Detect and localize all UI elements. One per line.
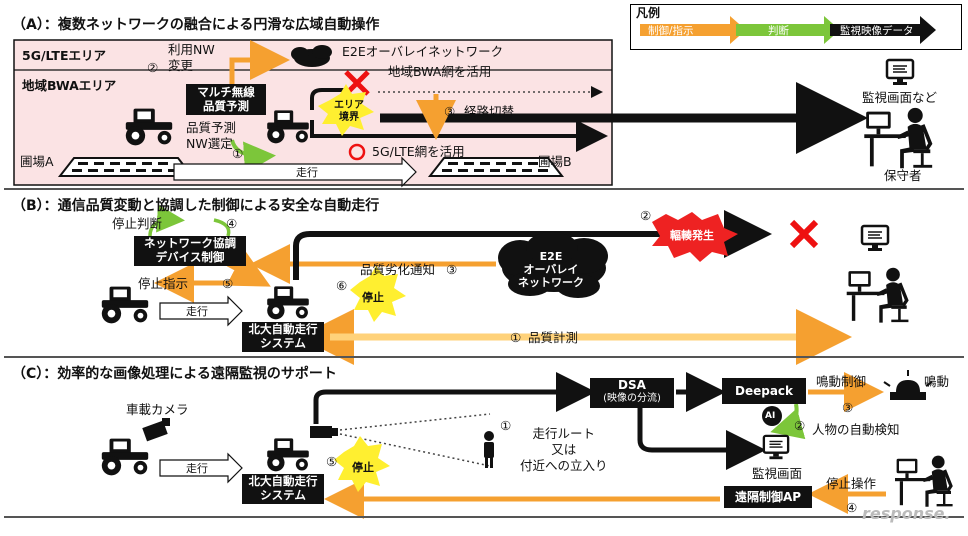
maintainer-icon <box>862 106 935 171</box>
monitor-icon <box>762 434 790 461</box>
monitor-screen-label: 監視画面など <box>862 90 938 105</box>
area-boundary-burst <box>318 84 374 136</box>
legend-item-control: 制御/指示 <box>648 25 694 37</box>
legend <box>630 4 962 50</box>
quality-measure-label: 品質計測 <box>528 330 579 345</box>
field-a-icon <box>59 157 193 177</box>
num-stop-order: ⑤ <box>222 276 234 291</box>
num-judge: ④ <box>226 216 238 231</box>
stop-judge-label: 停止判断 <box>112 216 163 231</box>
tractor-icon <box>267 438 309 472</box>
stop-order-label: 停止指示 <box>138 276 189 291</box>
lte-area-label: 5G/LTEエリア <box>22 48 106 63</box>
deepack-box: Deepack <box>722 378 806 404</box>
route-text-label: 走行ルート 又は 付近への立入り <box>520 426 608 473</box>
tractor-icon <box>101 438 149 476</box>
person-icon <box>484 431 494 468</box>
drive-label-b: 走行 <box>186 305 208 318</box>
num-alarm: ③ <box>842 400 854 415</box>
section-a-title: （A）：複数ネットワークの融合による円滑な広域自動操作 <box>12 17 380 33</box>
person-detect-label: 人物の自動検知 <box>812 422 900 437</box>
alarm-control-label: 鳴動制御 <box>816 374 867 389</box>
section-b-title: （B）：通信品質変動と協調した制御による安全な自動走行 <box>12 198 380 214</box>
alarm-label: 鳴動 <box>924 374 950 389</box>
route-switch-label: 経路切替 <box>464 104 515 119</box>
ok-circle-icon <box>348 143 366 161</box>
stop-label-b: 停止 <box>362 291 384 304</box>
bwa-use-label: 地域BWA網を活用 <box>388 64 492 79</box>
field-b-label: 圃場B <box>538 154 572 169</box>
drive-label-c: 走行 <box>186 462 208 475</box>
lte-use-label: 5G/LTE網を活用 <box>372 144 465 159</box>
e2e-cloud-label: E2E オーバレイ ネットワーク <box>518 250 584 289</box>
stop-label-c: 停止 <box>352 461 374 474</box>
num-stop-c: ⑤ <box>326 454 338 469</box>
tractor-icon <box>267 286 309 320</box>
alarm-light-icon <box>883 370 933 400</box>
divider <box>4 516 964 518</box>
legend-title: 凡例 <box>636 6 661 20</box>
dsa-box: DSA (映像の分流) <box>590 378 674 408</box>
dsa-sub-label: (映像の分流) <box>603 393 661 404</box>
quality-notice-label: 品質劣化通知 <box>360 262 436 277</box>
num-route: ① <box>500 418 512 433</box>
hokudai-box-c: 北大自動走行 システム <box>242 474 324 504</box>
tractor-icon <box>101 286 149 324</box>
maintainer-icon <box>846 266 911 325</box>
camera-icon <box>142 418 170 442</box>
section-c-title: （C）：効率的な画像処理による遠隔監視のサポート <box>12 366 337 382</box>
monitor-icon <box>860 224 890 253</box>
field-a-label: 圃場A <box>20 154 54 169</box>
bwa-area-label: 地域BWAエリア <box>22 78 117 93</box>
nw-device-box: ネットワーク協調 デバイス制御 <box>134 236 246 266</box>
maintainer-label: 保守者 <box>884 168 922 183</box>
watermark: response. <box>862 504 951 523</box>
num-stop-op: ④ <box>846 500 858 515</box>
overlay-cloud-icon <box>498 232 608 298</box>
dsa-label: DSA <box>618 378 646 392</box>
area-boundary-label: エリア 境界 <box>334 100 364 123</box>
num-route-switch: ③ <box>444 104 456 119</box>
quality-predict-label: 品質予測 NW選定 <box>186 120 237 151</box>
remote-ap-box: 遠隔制御AP <box>724 486 812 508</box>
overlay-label: E2Eオーバレイネットワーク <box>342 44 504 59</box>
legend-item-video: 監視映像データ <box>840 25 914 37</box>
monitor-label-c: 監視画面 <box>752 466 803 481</box>
monitor-icon <box>885 58 915 87</box>
maintainer-icon <box>893 454 955 509</box>
divider <box>4 356 964 358</box>
hokudai-box-b: 北大自動走行 システム <box>242 322 324 352</box>
num-nw-change: ② <box>147 60 159 75</box>
camera-icon <box>310 426 338 438</box>
stop-burst <box>334 436 390 492</box>
num-quality-notice: ③ <box>446 262 458 277</box>
num-quality-predict: ① <box>232 146 244 161</box>
num-congestion: ② <box>640 208 652 223</box>
blocked-x-icon <box>789 219 819 249</box>
num-quality-measure: ① <box>510 330 522 345</box>
ai-label: AI <box>765 411 776 421</box>
multi-quality-box: マルチ無線 品質予測 <box>186 84 266 115</box>
congestion-label: 輻輳発生 <box>670 229 714 242</box>
legend-item-judge: 判断 <box>768 25 789 37</box>
stop-op-label: 停止操作 <box>826 476 877 491</box>
overlay-cloud-icon <box>291 45 332 67</box>
camera-label: 車載カメラ <box>126 402 189 417</box>
drive-label-a: 走行 <box>296 166 318 179</box>
num-person-detect: ② <box>794 418 806 433</box>
num-stop-b: ⑥ <box>336 278 348 293</box>
stop-burst <box>350 266 406 322</box>
congestion-burst <box>652 212 738 262</box>
nw-change-label: 利用NW 変更 <box>168 42 215 73</box>
divider <box>4 188 964 190</box>
